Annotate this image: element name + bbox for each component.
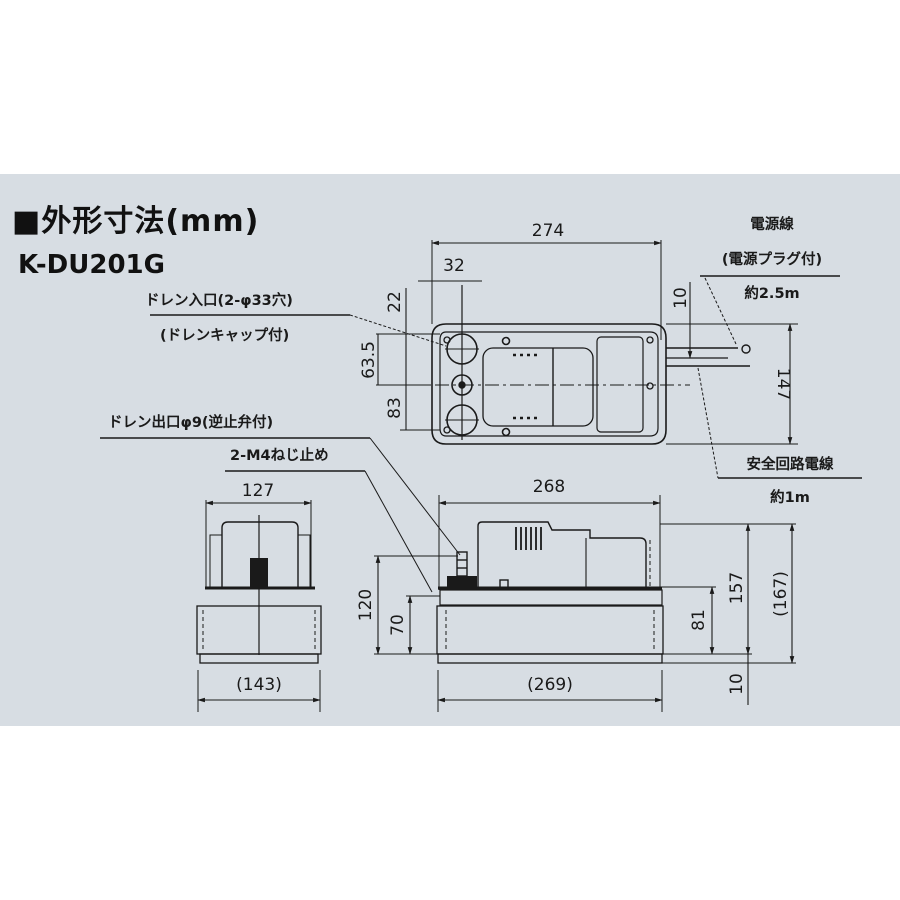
label-drain-inlet: ドレン入口(2-φ33穴) [145,291,293,309]
dim-10-top: 10 [671,287,691,309]
dim-157: 157 [727,572,747,604]
top-view: 274 32 22 63.5 83 10 147 ドレン入口(2-φ33穴) (… [145,215,862,506]
dim-147: 147 [773,368,793,400]
dim-81: 81 [689,609,709,631]
dim-32: 32 [443,256,465,276]
label-safety-cord: 安全回路電線 [747,455,834,473]
dim-22: 22 [385,291,405,313]
label-screw: 2-M4ねじ止め [230,446,329,464]
dim-120: 120 [356,589,376,621]
dim-63-5: 63.5 [359,341,379,379]
vent-marks [513,353,537,420]
dim-167: (167) [771,571,791,617]
page-title: ■外形寸法(mm) [12,204,260,239]
vent-marks-front [515,527,542,550]
label-power-cord: 電源線 [750,215,794,233]
label-drain-outlet: ドレン出口φ9(逆止弁付) [108,413,273,431]
side-view: 127 (143) [196,481,322,712]
dim-70: 70 [388,614,408,636]
label-safety-cord-length: 約1m [770,488,810,506]
label-drain-inlet-note: (ドレンキャップ付) [160,326,289,344]
model-number: K-DU201G [18,250,165,280]
dim-143: (143) [236,675,282,695]
dim-274: 274 [532,221,564,241]
label-power-cord-note: (電源プラグ付) [722,250,822,268]
label-power-cord-length: 約2.5m [744,284,799,302]
dim-10-bottom: 10 [727,673,747,695]
front-view: 268 (269) 120 70 81 157 (167) 10 ドレン出口φ9… [100,413,796,712]
dim-127: 127 [242,481,274,501]
dim-83: 83 [385,397,405,419]
power-plug-icon [741,344,751,354]
dim-268: 268 [533,477,565,497]
dim-269: (269) [527,675,573,695]
